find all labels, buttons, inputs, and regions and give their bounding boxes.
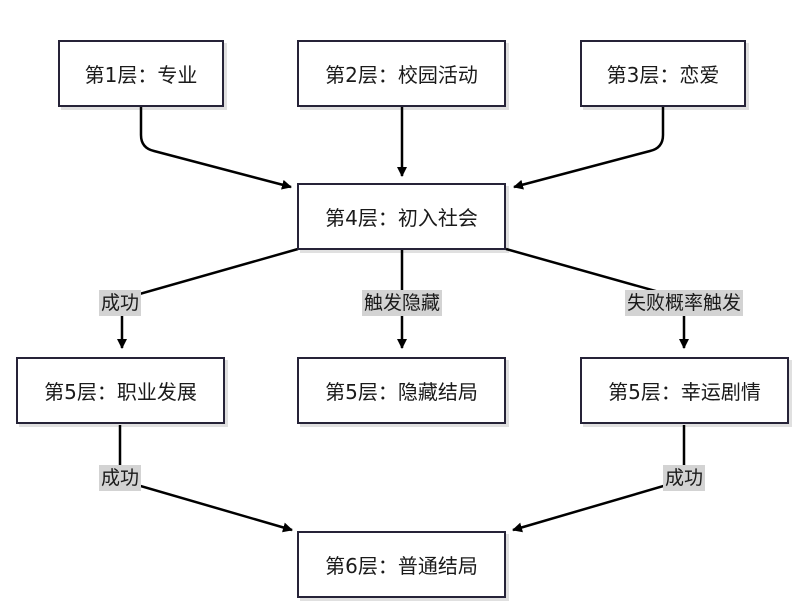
edge-label-success-lucky-to-ending: 成功 (662, 465, 706, 491)
node-layer2-campus-activities: 第2层：校园活动 (297, 40, 506, 107)
node-layer5-career-development: 第5层：职业发展 (16, 357, 225, 424)
node-layer6-normal-ending: 第6层：普通结局 (297, 531, 506, 598)
node-layer1-major: 第1层：专业 (58, 40, 224, 107)
edge-label-success-career: 成功 (98, 290, 142, 316)
edge-layer1-to-layer4 (139, 107, 292, 190)
edge-label-trigger-hidden: 触发隐藏 (361, 290, 443, 316)
edge-label-fail-probability-trigger: 失败概率触发 (624, 290, 744, 316)
node-layer4-entering-society: 第4层：初入社会 (297, 183, 506, 250)
edge-layer3-to-layer4 (513, 107, 665, 190)
node-layer5-lucky-plot: 第5层：幸运剧情 (580, 357, 789, 424)
node-layer3-romance: 第3层：恋爱 (580, 40, 746, 107)
edge-label-success-career-to-ending: 成功 (98, 465, 142, 491)
edge-layer4-to-career (117, 247, 299, 349)
edge-lucky-to-layer6 (512, 425, 686, 533)
node-layer5-hidden-ending: 第5层：隐藏结局 (297, 357, 506, 424)
edge-career-to-layer6 (118, 425, 293, 533)
